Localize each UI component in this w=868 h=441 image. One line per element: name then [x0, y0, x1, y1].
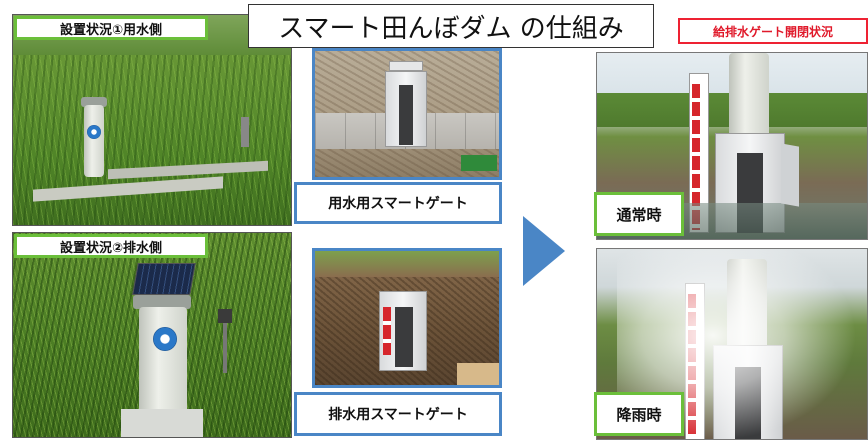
smart-gate-device [729, 53, 769, 139]
small-sensor [218, 309, 232, 323]
device-logo-icon [153, 327, 177, 351]
water-level-gauge [383, 307, 391, 355]
irrigation-gate-caption: 用水用スマートゲート [294, 182, 502, 224]
normal-state-label: 通常時 [594, 192, 684, 236]
drainage-side-label: 設置状況②排水側 [14, 234, 208, 258]
info-sign [461, 155, 497, 171]
rain-state-label: 降雨時 [594, 392, 684, 436]
grass-top [315, 251, 499, 277]
valve-post [241, 117, 249, 147]
sensor-pole [223, 323, 227, 373]
drainage-gate-photo [312, 248, 502, 388]
gate-top-box [389, 61, 423, 71]
gate-slot [399, 85, 413, 145]
concrete-channel-side [108, 160, 268, 180]
normal-state-photo [596, 52, 868, 240]
side-plate [781, 143, 799, 207]
device-cap [81, 97, 107, 107]
arrow-icon [523, 216, 565, 286]
solar-panel [132, 263, 196, 295]
device-cap [133, 295, 191, 309]
irrigation-gate-photo [312, 48, 502, 180]
device-logo-icon [87, 125, 101, 139]
wooden-board [457, 363, 499, 385]
ruler-markings [692, 84, 700, 230]
smart-gate-device [139, 307, 187, 419]
page-title: スマート田んぼダム の仕組み [248, 4, 654, 48]
gate-slot [395, 307, 413, 367]
device-base [121, 409, 203, 437]
irrigation-side-label: 設置状況①用水側 [14, 16, 208, 40]
concrete-channel [33, 176, 223, 202]
smart-gate-device [84, 105, 104, 177]
gate-state-title: 給排水ゲート開閉状況 [678, 18, 868, 44]
drainage-side-photo [12, 232, 292, 438]
drainage-gate-caption: 排水用スマートゲート [294, 392, 502, 436]
